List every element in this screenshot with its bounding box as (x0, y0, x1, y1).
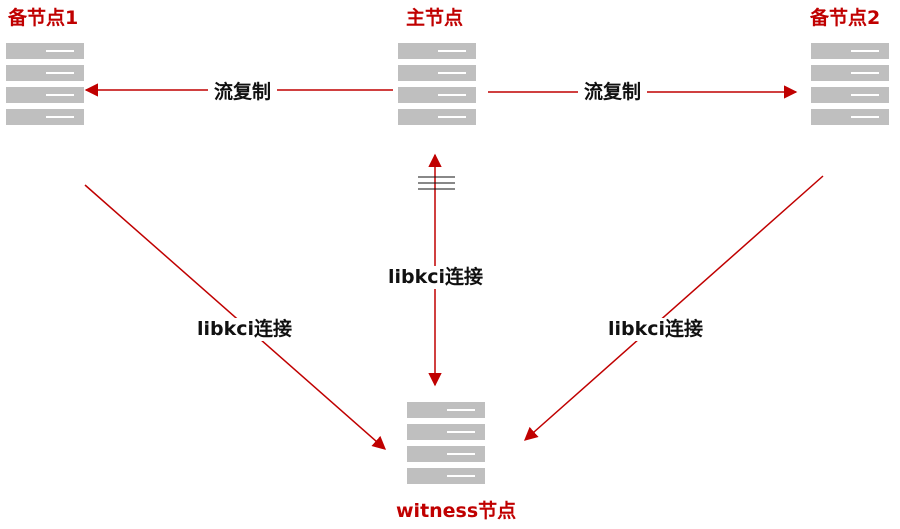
edge-standby2-to-witness (523, 175, 824, 441)
node-title-witness: witness节点 (396, 500, 517, 522)
server-slot (407, 446, 485, 462)
server-slot (407, 402, 485, 418)
triple-bar-icon (418, 176, 455, 190)
server-slot (398, 65, 476, 81)
server-slot (6, 109, 84, 125)
server-slot (6, 87, 84, 103)
edge-label-standby2-to-witness: libkci连接 (602, 318, 710, 341)
server-standby2 (811, 43, 889, 127)
server-slot (407, 468, 485, 484)
edge-standby1-to-witness (84, 184, 387, 450)
server-slot (6, 43, 84, 59)
edge-label-primary-witness: libkci连接 (382, 266, 490, 289)
edge-label-primary-to-standby1: 流复制 (208, 81, 278, 104)
server-slot (811, 43, 889, 59)
server-slot (398, 43, 476, 59)
server-slot (811, 109, 889, 125)
node-title-standby2: 备节点2 (810, 7, 881, 29)
server-slot (398, 87, 476, 103)
edge-label-standby1-to-witness: libkci连接 (191, 318, 299, 341)
edge-label-primary-to-standby2: 流复制 (578, 81, 648, 104)
server-witness (407, 402, 485, 486)
node-title-standby1: 备节点1 (8, 7, 79, 29)
server-primary (398, 43, 476, 127)
server-slot (811, 87, 889, 103)
server-slot (398, 109, 476, 125)
server-standby1 (6, 43, 84, 127)
node-title-primary: 主节点 (406, 7, 464, 29)
server-slot (407, 424, 485, 440)
server-slot (6, 65, 84, 81)
server-slot (811, 65, 889, 81)
